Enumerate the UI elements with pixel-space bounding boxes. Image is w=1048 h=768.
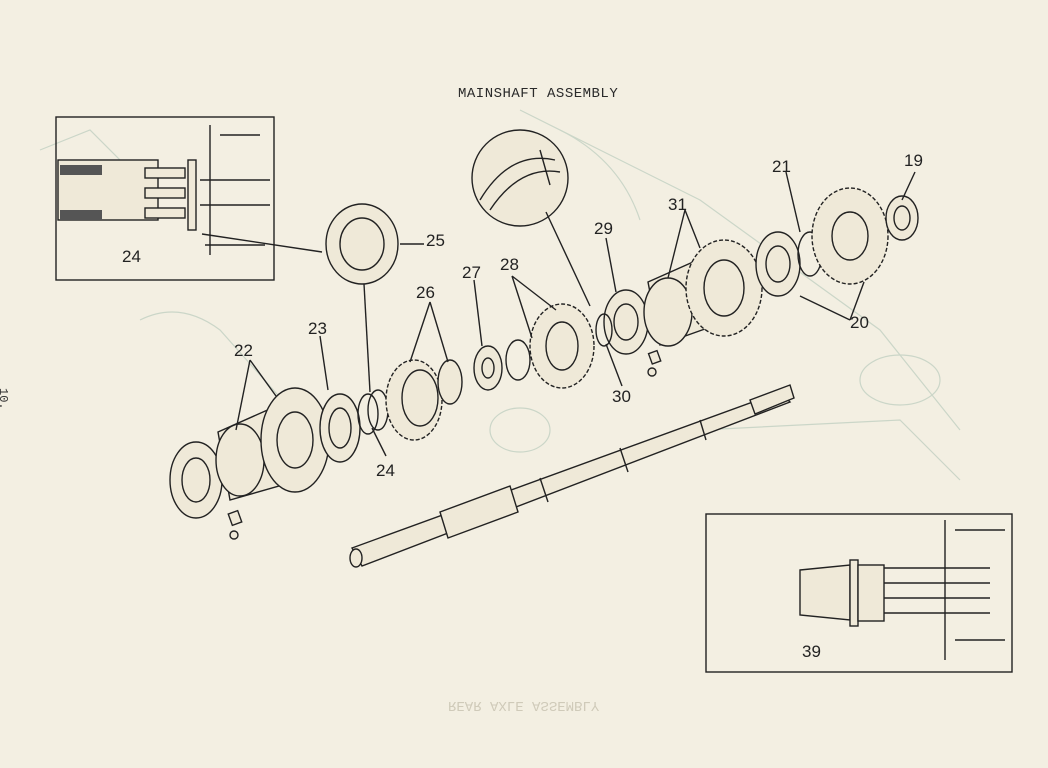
baulk-ring-29 (595, 289, 662, 377)
section-detail-circle (471, 129, 569, 227)
sync-hub-22 (169, 387, 330, 540)
callout-26: 26 (416, 283, 435, 302)
inset-left-label: 24 (122, 247, 141, 266)
callout-21: 21 (772, 157, 791, 176)
page-title: MAINSHAFT ASSEMBLY (458, 86, 619, 102)
callout-labels: 19 20 21 22 23 24 25 26 27 28 29 30 31 (234, 151, 923, 480)
callout-27: 27 (462, 263, 481, 282)
callout-28: 28 (500, 255, 519, 274)
washer-24 (357, 389, 389, 435)
callout-30: 30 (612, 387, 631, 406)
callout-19: 19 (904, 151, 923, 170)
callout-20: 20 (850, 313, 869, 332)
callout-29: 29 (594, 219, 613, 238)
baulk-ring-23 (319, 393, 361, 463)
leader-lines (201, 171, 916, 457)
washer-19 (885, 195, 919, 241)
bush-25 (325, 203, 399, 285)
gear-28 (505, 303, 595, 389)
sync-hub-31 (643, 239, 763, 347)
inset-detail-left: 24 (55, 116, 275, 281)
washer-27 (473, 345, 503, 391)
callout-22: 22 (234, 341, 253, 360)
mainshaft (349, 384, 795, 568)
inset-detail-right: 39 (705, 513, 1013, 673)
gear-26 (385, 359, 463, 441)
callout-24: 24 (376, 461, 395, 480)
inset-right-label: 39 (802, 642, 821, 661)
callout-23: 23 (308, 319, 327, 338)
callout-25: 25 (426, 231, 445, 250)
gear-20 (811, 187, 889, 285)
callout-31: 31 (668, 195, 687, 214)
